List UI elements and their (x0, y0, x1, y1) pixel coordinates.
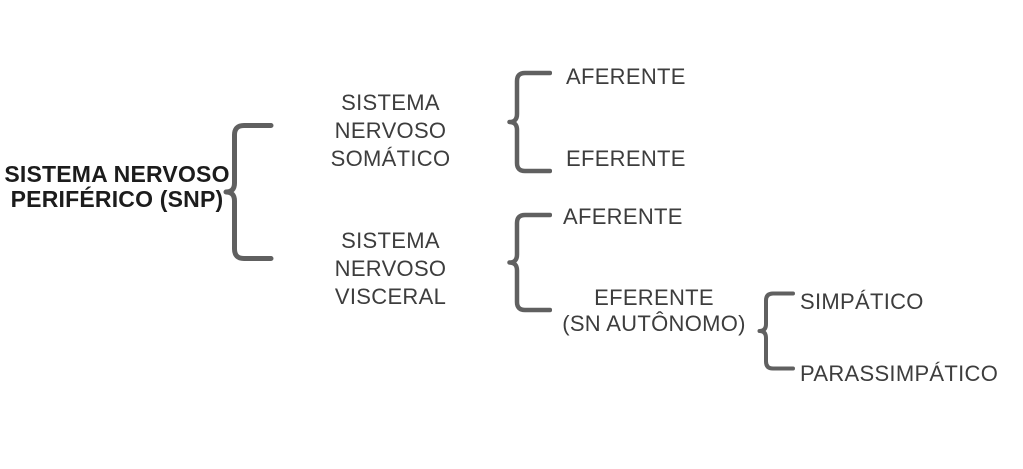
autonomic-brace-icon (757, 291, 795, 371)
somatic-node-label: SISTEMA NERVOSO SOMÁTICO (288, 89, 493, 173)
root-node-line2: PERIFÉRICO (SNP) (10, 186, 224, 212)
sympathetic-label: SIMPÁTICO (800, 289, 924, 314)
root-brace-icon (223, 123, 274, 261)
visceral-efferent-line2: (SN AUTÔNOMO) (562, 311, 746, 336)
visceral-node-label: SISTEMA NERVOSO VISCERAL (288, 227, 493, 311)
visceral-efferent-line1: EFERENTE (594, 285, 714, 310)
visceral-efferent-label: EFERENTE (SN AUTÔNOMO) (554, 285, 754, 337)
somatic-afferent-label: AFERENTE (566, 64, 686, 89)
root-node-line1: SISTEMA NERVOSO (4, 161, 230, 187)
visceral-node-line1: SISTEMA NERVOSO (334, 228, 447, 281)
somatic-node-line2: SOMÁTICO (330, 146, 451, 171)
root-node-label: SISTEMA NERVOSO PERIFÉRICO (SNP) (2, 162, 232, 212)
visceral-node-line2: VISCERAL (334, 284, 447, 309)
visceral-afferent-label: AFERENTE (563, 204, 683, 229)
somatic-efferent-label: EFERENTE (566, 146, 686, 171)
parasympathetic-label: PARASSIMPÁTICO (800, 361, 999, 386)
somatic-node-line1: SISTEMA NERVOSO (334, 90, 447, 143)
visceral-brace-icon (507, 212, 552, 313)
somatic-brace-icon (507, 70, 552, 174)
